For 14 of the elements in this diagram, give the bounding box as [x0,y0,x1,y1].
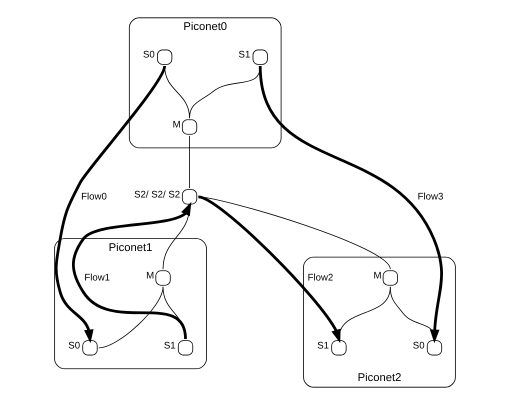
node-label: S2/ S2/ S2 [134,189,180,200]
node-label: S1 [164,340,176,352]
node-label: M [373,270,382,282]
node-label: S1 [238,50,250,61]
node-label: M [172,119,181,130]
node-label: S0 [142,50,155,61]
edge-label: Flow0 [81,191,107,202]
edge-label: Flow2 [308,272,334,284]
edge-label: Flow1 [84,272,110,284]
edge-label: Flow3 [418,191,444,202]
node-label: M [146,270,154,282]
node-label: S1 [317,340,330,352]
node-label: S0 [68,340,80,352]
node-label: S0 [412,340,425,352]
